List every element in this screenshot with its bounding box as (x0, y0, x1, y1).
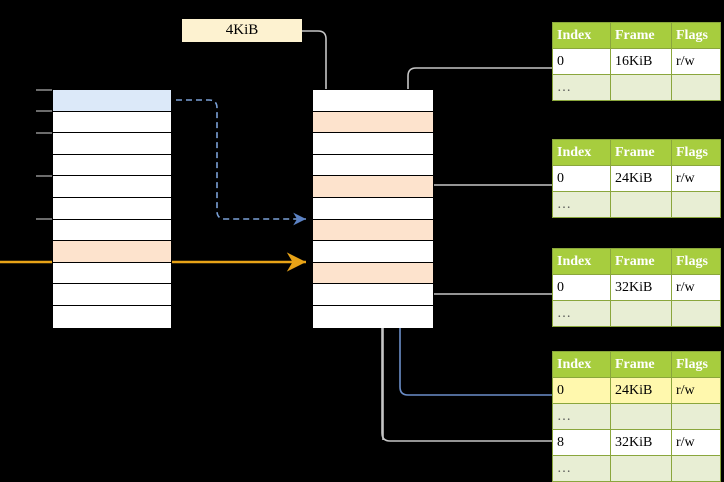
address-tick-marks (36, 89, 52, 263)
cell-index: 8 (552, 429, 611, 456)
table-row: … (552, 455, 721, 482)
virtual-address-column (52, 89, 172, 328)
column-header-frame: Frame (610, 351, 672, 378)
table-row: … (552, 191, 721, 218)
column-header-flags: Flags (671, 248, 721, 275)
page-directory-cell-row-0 (313, 90, 433, 112)
cell-frame: 32KiB (610, 274, 672, 301)
table-row: … (552, 403, 721, 430)
column-header-index: Index (552, 248, 611, 275)
cell-frame (610, 300, 672, 327)
cell-flags (671, 403, 721, 430)
page-directory-cell-row-6 (313, 219, 433, 242)
column-header-frame: Frame (610, 248, 672, 275)
virtual-address-cell-row-3 (53, 154, 171, 177)
page-directory-cell-row-9 (313, 284, 433, 306)
cell-index: 0 (552, 48, 611, 75)
cell-frame (610, 455, 672, 482)
column-header-frame: Frame (610, 22, 672, 49)
virtual-address-cell-row-5 (53, 197, 171, 220)
cell-frame (610, 74, 672, 101)
cell-frame: 24KiB (610, 165, 672, 192)
virtual-address-cell-row-10 (53, 305, 171, 328)
column-header-flags: Flags (671, 351, 721, 378)
virtual-address-cell-row-9 (53, 284, 171, 306)
virtual-address-cell-row-8 (53, 262, 171, 285)
cell-index: … (552, 74, 611, 101)
page-size-label: 4KiB (182, 19, 302, 42)
page-directory-cell-row-1 (313, 111, 433, 134)
cell-flags: r/w (671, 165, 721, 192)
virtual-address-cell-row-1 (53, 111, 171, 134)
page-directory-cell-row-7 (313, 241, 433, 263)
cell-frame: 16KiB (610, 48, 672, 75)
column-header-index: Index (552, 351, 611, 378)
cell-frame: 32KiB (610, 429, 672, 456)
cell-flags (671, 300, 721, 327)
column-header-frame: Frame (610, 139, 672, 166)
cell-flags: r/w (671, 377, 721, 404)
cell-index: … (552, 191, 611, 218)
page-directory-cell-row-2 (313, 133, 433, 155)
cell-flags (671, 455, 721, 482)
cell-flags (671, 74, 721, 101)
virtual-address-cell-row-6 (53, 219, 171, 242)
wire-virtual-to-directory-dashed (176, 99, 306, 226)
page-directory-cell-row-3 (313, 154, 433, 177)
column-header-index: Index (552, 22, 611, 49)
cell-frame (610, 403, 672, 430)
cell-index: … (552, 455, 611, 482)
cell-index: 0 (552, 274, 611, 301)
cell-index: 0 (552, 165, 611, 192)
virtual-address-cell-row-7 (53, 241, 171, 263)
cell-flags: r/w (671, 429, 721, 456)
cell-index: … (552, 300, 611, 327)
virtual-address-cell-row-2 (53, 133, 171, 155)
cell-frame: 24KiB (610, 377, 672, 404)
virtual-address-cell-row-0 (53, 90, 171, 112)
cell-flags: r/w (671, 274, 721, 301)
column-header-flags: Flags (671, 139, 721, 166)
cell-index: 0 (552, 377, 611, 404)
page-directory-cell-row-5 (313, 197, 433, 220)
column-header-flags: Flags (671, 22, 721, 49)
page-directory-column (312, 89, 434, 328)
cell-frame (610, 191, 672, 218)
cell-flags: r/w (671, 48, 721, 75)
table-row: … (552, 74, 721, 101)
virtual-address-cell-row-4 (53, 176, 171, 198)
cell-index: … (552, 403, 611, 430)
page-directory-cell-row-4 (313, 176, 433, 198)
cell-flags (671, 191, 721, 218)
column-header-index: Index (552, 139, 611, 166)
page-directory-cell-row-8 (313, 262, 433, 285)
table-row: … (552, 300, 721, 327)
page-directory-cell-row-10 (313, 305, 433, 328)
